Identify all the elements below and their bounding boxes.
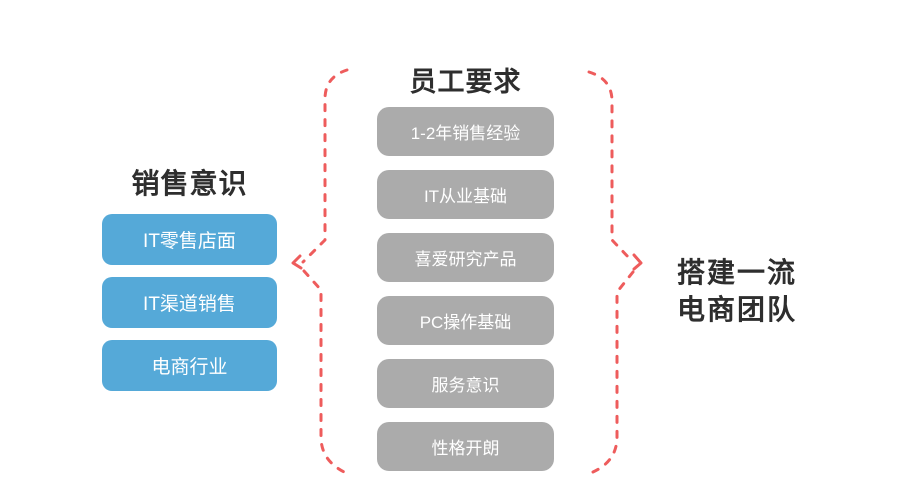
requirement-label: 服务意识 (431, 376, 500, 395)
left-item-label: 电商行业 (151, 357, 228, 378)
requirement-label: PC操作基础 (419, 313, 512, 332)
left-brace-tip-icon (291, 254, 303, 270)
right-brace-tip-icon (632, 253, 643, 271)
requirement-item: 性格开朗 (377, 422, 554, 471)
requirement-item: IT从业基础 (377, 170, 554, 219)
right-brace-dashed (587, 70, 643, 474)
requirement-item: 1-2年销售经验 (377, 107, 554, 156)
left-item-label: IT渠道销售 (143, 294, 236, 315)
requirement-item: 服务意识 (377, 359, 554, 408)
left-item-label: IT零售店面 (143, 231, 236, 252)
goal-title-line2: 电商团队 (677, 294, 798, 325)
requirement-label: 1-2年销售经验 (410, 124, 521, 143)
requirement-item: PC操作基础 (377, 296, 554, 345)
left-brace-dashed (291, 68, 349, 475)
left-item-ecommerce: 电商行业 (102, 340, 277, 391)
goal-title-line1: 搭建一流 (677, 257, 798, 288)
left-item-it-channel: IT渠道销售 (102, 277, 277, 328)
middle-column-title: 员工要求 (409, 67, 522, 97)
requirement-item: 喜爱研究产品 (377, 233, 554, 282)
goal-title: 搭建一流 电商团队 (677, 254, 797, 328)
left-item-it-retail: IT零售店面 (102, 214, 277, 265)
requirement-label: 性格开朗 (431, 439, 500, 458)
requirement-label: 喜爱研究产品 (414, 250, 517, 269)
left-column-title: 销售意识 (131, 168, 248, 199)
requirement-label: IT从业基础 (423, 187, 508, 206)
